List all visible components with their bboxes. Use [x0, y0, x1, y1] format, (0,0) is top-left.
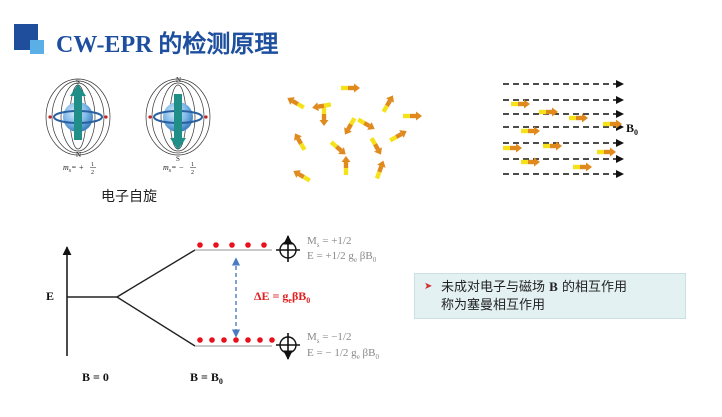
aligned-spin-arrow [511, 99, 530, 109]
random-spin-arrow [374, 160, 386, 180]
spin-up-electron: S N ms= + 1 2 [45, 78, 111, 176]
b-b0-label: B = B0 [190, 370, 223, 386]
aligned-spin-arrow [573, 162, 592, 172]
zeeman-callout: ➤ 未成对电子与磁场 B 的相互作用 称为塞曼相互作用 [414, 273, 686, 319]
svg-text:ms= −: ms= − [163, 163, 184, 174]
population-dot [197, 242, 203, 248]
svg-text:ms= +: ms= + [63, 163, 84, 174]
lower-ms-label: Ms = −1/2 [307, 331, 351, 345]
population-dot [261, 242, 267, 248]
energy-level-diagram: E ΔE = geβB0 Ms = +1/2 E = +1/2 ge βB0 [46, 235, 379, 386]
random-spin-arrow [369, 137, 382, 155]
upper-ms-label: Ms = +1/2 [307, 235, 351, 249]
random-spin-arrow [381, 95, 394, 113]
energy-axis-label: E [46, 289, 54, 303]
population-dot [213, 242, 219, 248]
population-dot [245, 242, 251, 248]
population-dot [221, 337, 227, 343]
aligned-spin-arrow [521, 157, 540, 167]
random-spin-arrow [319, 107, 329, 126]
aligned-spin-arrow [569, 113, 588, 123]
callout-line-2: 称为塞曼相互作用 [441, 298, 546, 313]
random-spin-arrow [357, 117, 375, 130]
random-spin-arrow [329, 140, 346, 155]
spin-down-symbol [276, 333, 300, 360]
svg-text:2: 2 [191, 170, 194, 176]
page-title: CW-EPR 的检测原理 [56, 32, 279, 58]
random-spin-arrow [341, 83, 360, 93]
pole-s-label: S [76, 78, 80, 86]
upper-energy-label: E = +1/2 ge βB0 [307, 250, 377, 264]
svg-text:S: S [176, 155, 180, 163]
random-spin-arrow [287, 97, 305, 110]
random-spin-arrow [389, 130, 407, 143]
svg-text:2: 2 [91, 170, 94, 176]
random-spin-arrows [287, 83, 422, 183]
field-label: B0 [626, 121, 638, 137]
spin-down-electron: N S ms= − 1 2 [145, 76, 211, 176]
b-zero-label: B = 0 [82, 370, 109, 384]
random-spin-arrow [344, 117, 357, 135]
bullet-arrow-icon: ➤ [424, 281, 433, 292]
aligned-spin-arrow [539, 107, 558, 117]
random-spin-arrow [403, 111, 422, 121]
random-spin-arrow [341, 156, 351, 175]
aligned-spin-arrow [603, 119, 622, 129]
upper-level-dots [197, 242, 267, 248]
aligned-spin-arrow [543, 141, 562, 151]
electron-spin-label: 电子自旋 [101, 189, 157, 205]
logo-icon [14, 24, 44, 54]
population-dot [245, 337, 251, 343]
population-dot [257, 337, 263, 343]
random-spin-arrow [293, 170, 311, 183]
population-dot [229, 242, 235, 248]
svg-text:1: 1 [91, 162, 94, 168]
population-dot [197, 337, 203, 343]
population-dot [209, 337, 215, 343]
population-dot [233, 337, 239, 343]
aligned-spin-arrow [521, 126, 540, 136]
svg-text:N: N [176, 76, 181, 84]
callout-line-1: 未成对电子与磁场 B 的相互作用 [441, 279, 627, 295]
lower-energy-label: E = − 1/2 ge βB0 [307, 347, 379, 361]
svg-text:1: 1 [191, 162, 194, 168]
aligned-spin-arrow [503, 143, 522, 153]
pole-n-label: N [76, 151, 81, 159]
energy-gap-label: ΔE = geβB0 [254, 289, 310, 305]
random-spin-arrow [312, 102, 332, 112]
population-dot [269, 337, 275, 343]
aligned-spin-arrow [597, 147, 616, 157]
lower-level-dots [197, 337, 275, 343]
magnetic-field-lines [503, 80, 624, 178]
random-spin-arrow [294, 133, 307, 151]
spin-up-symbol [276, 235, 300, 262]
